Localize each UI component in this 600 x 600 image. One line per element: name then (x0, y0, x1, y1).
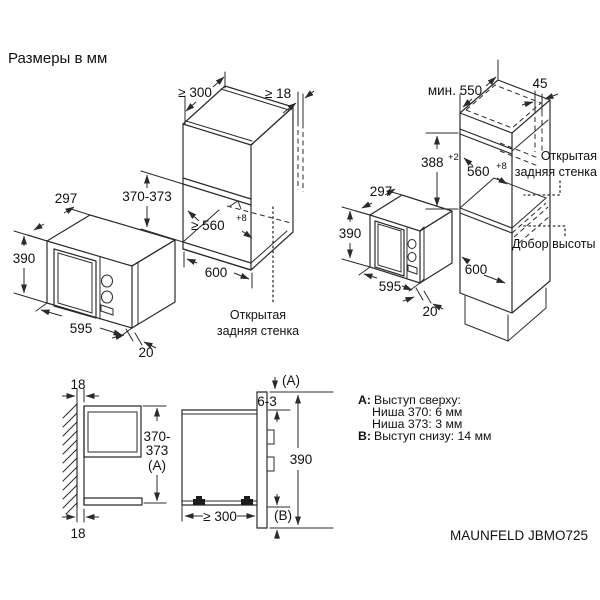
label-a: (A) (282, 373, 300, 388)
model-label: MAUNFELD JBMO725 (450, 528, 588, 543)
dim-niche-width-tol: +8 (496, 161, 507, 172)
dim-height: 390 (13, 251, 36, 266)
top-cabinet-drawing (182, 85, 304, 304)
dim-niche-height: 370-373 (122, 189, 172, 204)
spacer-caption: Добор высоты (512, 237, 596, 251)
note-a-prefix: A: (358, 393, 371, 407)
niche-height-line3: (A) (148, 458, 166, 473)
dim-depth: 297 (370, 184, 393, 199)
open-back-caption-line1: Открытая (541, 149, 597, 163)
section-view-drawing (181, 391, 275, 529)
dim-niche-height: 388 (421, 155, 444, 170)
side-view-drawing (62, 402, 143, 515)
note-a-line2: Ниша 373: 3 мм (372, 417, 462, 431)
dim-min-depth: ≥ 300 (203, 509, 237, 524)
dim-wall-gap-bottom: 18 (70, 526, 85, 541)
dim-niche-height-tol: +2 (448, 152, 459, 163)
note-b-text: Выступ снизу: 14 мм (374, 429, 491, 443)
open-back-caption-line1: Открытая (230, 308, 286, 322)
dim-niche-width: 560 (467, 164, 490, 179)
page-title: Размеры в мм (8, 50, 107, 67)
dim-width: 600 (205, 265, 228, 280)
dim-niche-width: ≥ 560 (191, 218, 225, 233)
dim-wall-gap-top: 18 (70, 377, 85, 392)
dim-niche-width-tol: +8 (236, 213, 247, 224)
dim-frame: 20 (422, 304, 437, 319)
dim-frame: 20 (138, 345, 153, 360)
side-view-dimensions: 18 18 370- 373 (A) (62, 377, 171, 541)
dim-height: 390 (290, 452, 313, 467)
open-back-caption-line2: задняя стенка (217, 324, 299, 338)
dim-width: 595 (379, 279, 402, 294)
note-a-title: Выступ сверху: (374, 393, 461, 407)
left-microwave-dimensions: 297 390 595 20 (13, 191, 157, 360)
wall-hatching (62, 403, 78, 515)
dim-width: 600 (465, 262, 488, 277)
dim-width: 595 (70, 321, 93, 336)
note-b-prefix: B: (358, 429, 371, 443)
note-a-line1: Ниша 370: 6 мм (372, 405, 462, 419)
column-dimensions: мин. 550 45 388 +2 560 +8 600 Открытая з… (421, 59, 597, 284)
dim-top-protrusion: 6-3 (257, 394, 277, 409)
column-drawing (459, 79, 566, 342)
top-cabinet-dimensions: ≥ 300 ≥ 18 370-373 ≥ 560 +8 600 Открытая… (122, 71, 315, 338)
left-microwave-drawing (46, 214, 176, 329)
dim-top-depth: мин. 550 (428, 83, 482, 98)
label-b: (B) (274, 508, 292, 523)
open-back-caption-line2: задняя стенка (515, 165, 597, 179)
notes-block: A: Выступ сверху: Ниша 370: 6 мм Ниша 37… (358, 393, 491, 443)
right-microwave-drawing (369, 194, 453, 284)
niche-height-line1: 370- (143, 429, 170, 444)
dim-rear-gap: ≥ 18 (265, 86, 291, 101)
right-microwave-dimensions: 297 390 595 20 (339, 184, 444, 319)
section-view-dimensions: (A) 6-3 390 (B) ≥ 300 (181, 373, 334, 539)
dim-height: 390 (339, 226, 362, 241)
dim-top-depth: ≥ 300 (178, 85, 212, 100)
dim-depth: 297 (55, 191, 78, 206)
dim-rear-gap: 45 (532, 76, 547, 91)
niche-height-line2: 373 (146, 443, 169, 458)
